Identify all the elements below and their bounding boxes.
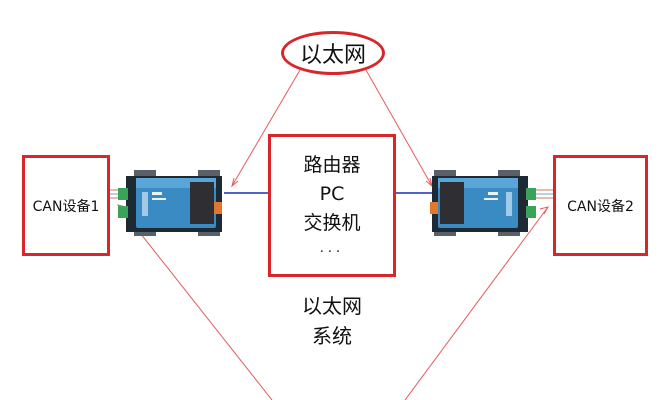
can-device-1-label: CAN设备1 (32, 198, 100, 215)
system-label-line-1: 以太网 (302, 294, 362, 318)
ellipsis-label: ... (319, 241, 345, 256)
pc-label: PC (319, 183, 345, 205)
can-ethernet-converter-icon (118, 170, 222, 236)
arrow-line-right-bottom (404, 206, 549, 400)
can-device-2-label: CAN设备2 (567, 198, 634, 215)
network-equipment-box: 路由器 PC 交换机 ... (268, 134, 396, 277)
ethernet-oval: 以太网 (281, 31, 385, 75)
router-label: 路由器 (303, 154, 361, 176)
ethernet-system-label: 以太网 系统 (268, 291, 396, 351)
arrow-line-oval-left (231, 69, 301, 187)
switch-label: 交换机 (303, 212, 361, 234)
arrowhead-right-top (539, 206, 550, 215)
arrow-line-left-bottom (117, 204, 273, 400)
ethernet-oval-label: 以太网 (299, 43, 366, 68)
can-device-1-box: CAN设备1 (22, 155, 110, 256)
system-label-line-2: 系统 (312, 324, 352, 348)
can-ethernet-converter-icon (430, 170, 536, 236)
arrowhead-oval-left (231, 177, 239, 188)
can-device-2-box: CAN设备2 (553, 155, 648, 256)
arrow-line-oval-right (365, 69, 433, 187)
